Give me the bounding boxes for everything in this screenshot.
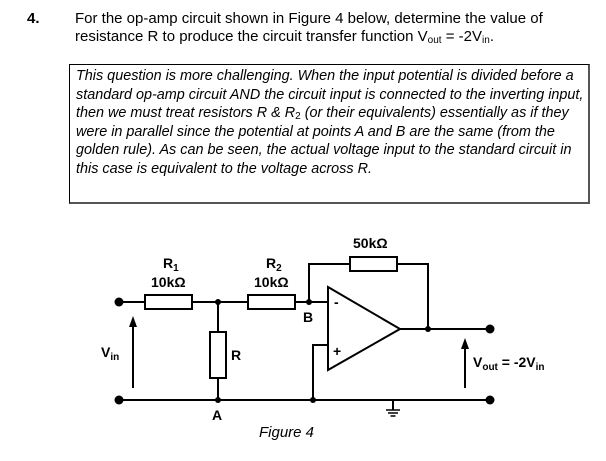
terminal-input-top <box>114 297 124 307</box>
opamp-triangle <box>327 285 403 372</box>
question-text-part3: . <box>489 28 494 45</box>
terminal-input-bottom <box>114 395 124 405</box>
hint-sub: 2 <box>295 111 301 123</box>
rf-value: 50kΩ <box>353 235 388 251</box>
resistor-feedback <box>349 256 398 272</box>
hint-box: This question is more challenging. When … <box>69 64 590 204</box>
node-b-label: B <box>303 309 313 325</box>
question-number: 4. <box>27 10 40 27</box>
hint-part2: (or their equivalents) essentially as if… <box>76 105 572 177</box>
r1-value: 10kΩ <box>151 274 186 290</box>
wire-feedback-out <box>397 263 429 329</box>
node-a-label: A <box>212 407 222 423</box>
resistor-r1 <box>144 294 193 310</box>
r1-label: R1 <box>163 255 179 274</box>
question-text: For the op-amp circuit shown in Figure 4… <box>75 10 595 46</box>
node-plus-ground-dot <box>310 397 316 403</box>
vout-label: Vout = -2Vin <box>473 354 545 373</box>
node-b-dot <box>306 299 312 305</box>
terminal-output-top <box>485 324 495 334</box>
question-text-part2: = -2V <box>441 28 483 45</box>
vin-label: Vin <box>101 344 119 363</box>
node-a-top-dot <box>215 299 221 305</box>
r2-label: R2 <box>266 255 282 274</box>
wire-feedback <box>308 263 350 302</box>
vin-arrow-head <box>129 316 137 327</box>
resistor-r2 <box>247 294 296 310</box>
question-text-part1: For the op-amp circuit shown in Figure 4… <box>75 10 543 45</box>
terminal-output-bottom <box>485 395 495 405</box>
resistor-r <box>209 331 227 379</box>
figure-caption: Figure 4 <box>259 424 314 441</box>
question-sub-in: in <box>482 35 490 46</box>
hint-part1: This question is more challenging. When … <box>76 68 584 122</box>
opamp-minus-label: - <box>334 294 339 310</box>
vout-arrow-head <box>461 338 469 349</box>
wire-plus-input <box>312 344 328 400</box>
r-label: R <box>231 347 241 363</box>
node-a-dot <box>215 397 221 403</box>
node-output-dot <box>425 326 431 332</box>
r2-value: 10kΩ <box>254 274 289 290</box>
opamp-plus-label: + <box>333 343 341 359</box>
question-sub-out: out <box>427 35 442 46</box>
